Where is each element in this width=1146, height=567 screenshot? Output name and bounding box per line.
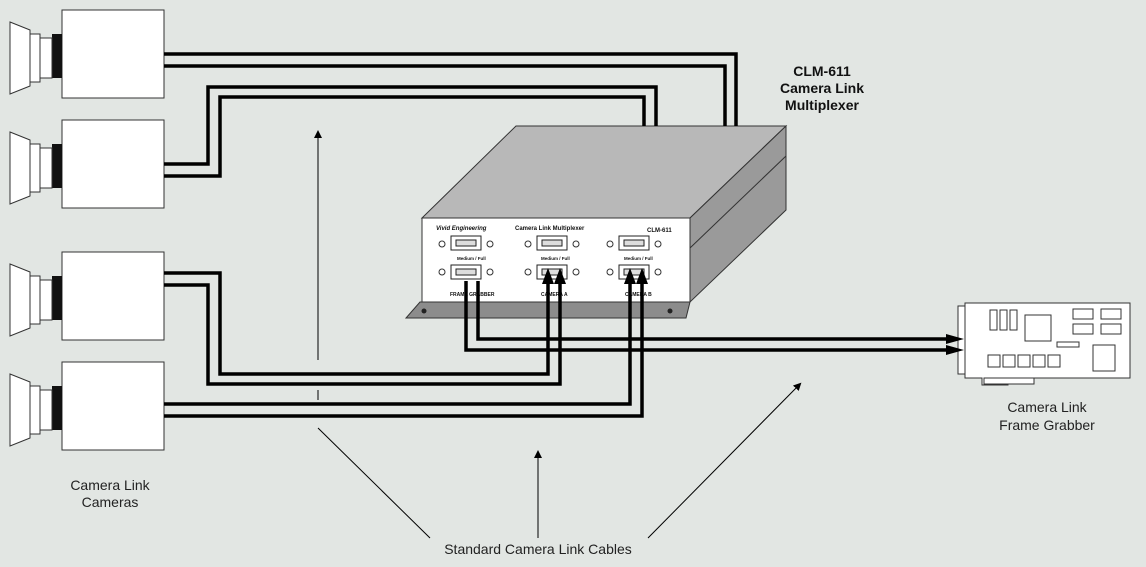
connector-top-camera-a [524,235,580,251]
connector-top-frame-grabber [438,235,494,251]
pointer-line-4 [647,382,802,539]
port-label-camera-b: CAMERA B [625,292,652,298]
frame-grabber-label-line2: Frame Grabber [999,417,1095,433]
cable-camera4-b [164,281,644,418]
cameras-label-line1: Camera Link [70,477,150,493]
cables [164,52,950,418]
port-mode-label-2: Medium / Full [541,256,570,261]
multiplexer-title-line1: CLM-611 [793,63,851,79]
camera-1 [9,9,165,99]
panel-model-label: CLM-611 [647,228,672,234]
cable-camera3-a [164,271,550,376]
multiplexer-title-line3: Multiplexer [785,97,859,113]
brand-label: Vivid Engineering [436,226,487,232]
arrowhead-camera-b-2 [636,268,648,284]
cables-label: Standard Camera Link Cables [444,541,632,557]
camera-2 [9,119,165,209]
cable-camera1-b [164,64,727,126]
camera-4 [9,361,165,451]
cable-camera2-a [164,85,658,166]
pointer-line-2 [317,427,431,539]
multiplexer-title-line2: Camera Link [780,80,864,96]
arrowhead-grabber-2 [946,345,964,355]
cable-grabber-a [464,281,950,352]
arrowhead-camera-a-1 [542,268,554,284]
connector-top-camera-b [606,235,662,251]
port-label-frame-grabber: FRAME GRABBER [450,292,495,298]
camera-3 [9,251,165,341]
arrowhead-camera-b-1 [624,268,636,284]
cameras-label-line2: Cameras [82,494,139,510]
multiplexer-box [404,124,788,319]
cable-camera2-b [164,95,646,178]
cable-camera1-a [164,52,738,126]
multiplexer-title: CLM-611 Camera Link Multiplexer [780,63,864,113]
cable-arrowheads [542,268,964,355]
port-mode-label-1: Medium / Full [457,256,486,261]
connector-bottom-frame-grabber [438,264,494,280]
arrowhead-grabber-1 [946,334,964,344]
frame-grabber-label-line1: Camera Link [1007,399,1087,415]
cable-camera4-a [164,281,632,406]
pointer-lines [314,130,802,539]
arrowhead-camera-a-2 [554,268,566,284]
port-label-camera-a: CAMERA A [541,292,568,298]
port-mode-label-3: Medium / Full [624,256,653,261]
frame-grabber-card [957,302,1131,386]
cable-grabber-b [476,281,950,341]
panel-name-label: Camera Link Multiplexer [515,226,585,232]
